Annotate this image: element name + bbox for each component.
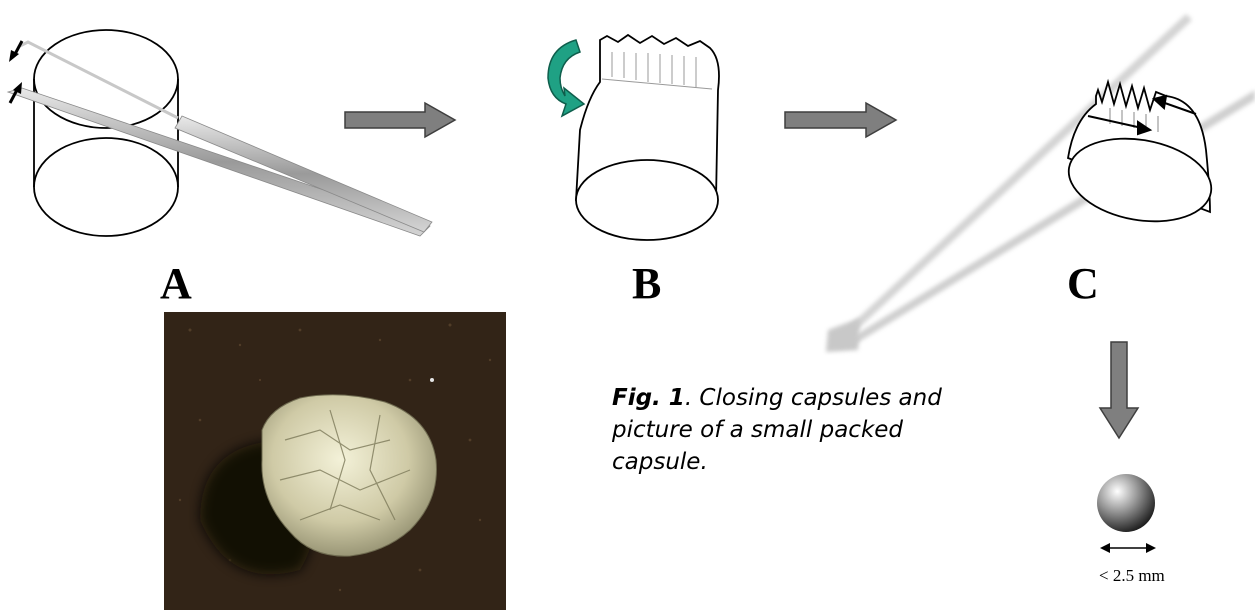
figure-number: Fig. 1 xyxy=(612,385,685,411)
capsule-crimped-icon xyxy=(1062,82,1218,232)
speck xyxy=(430,378,434,382)
figure-caption: Fig. 1. Closing capsules and picture of … xyxy=(612,382,992,478)
step-b-illustration xyxy=(548,35,719,240)
step-c-illustration xyxy=(826,14,1255,352)
scale-label: < 2.5 mm xyxy=(1099,566,1165,586)
rotation-arrow-icon xyxy=(548,40,584,116)
process-arrow-a-to-b xyxy=(345,103,455,137)
packed-capsule-sphere-icon xyxy=(1097,474,1155,532)
capsule-cylinder-icon xyxy=(34,30,178,236)
step-label-c: C xyxy=(1067,262,1099,306)
step-label-a: A xyxy=(160,262,192,306)
capsule-photo xyxy=(164,312,506,610)
step-label-b: B xyxy=(632,262,661,306)
capsule-folded-icon xyxy=(576,35,719,240)
double-arrow-icon xyxy=(1100,543,1156,553)
process-arrow-c-down xyxy=(1100,342,1138,438)
step-a-illustration xyxy=(8,30,432,236)
process-arrow-b-to-c xyxy=(785,103,896,137)
